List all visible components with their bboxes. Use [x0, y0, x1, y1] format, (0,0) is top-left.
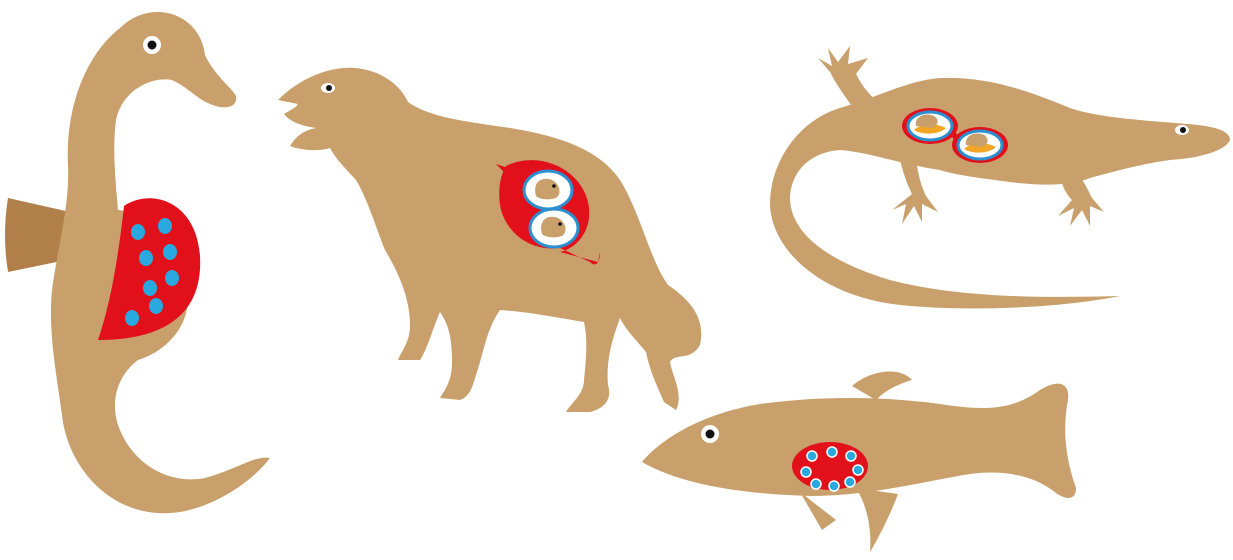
lizard-leg: [818, 46, 880, 112]
embryo: [524, 171, 572, 209]
embryo: [530, 209, 578, 247]
egg: [827, 447, 837, 457]
dog-body: [278, 68, 701, 412]
embryo: [958, 131, 1002, 159]
egg: [139, 250, 153, 266]
egg: [125, 310, 139, 326]
fish-fin: [800, 492, 836, 530]
egg: [143, 280, 157, 296]
egg: [811, 479, 821, 489]
fish-eye: [701, 425, 719, 443]
egg: [845, 477, 855, 487]
dog-icon: [278, 68, 701, 412]
egg: [846, 451, 856, 461]
dog-eye: [321, 83, 335, 93]
egg: [163, 244, 177, 260]
egg: [165, 270, 179, 286]
lizard-icon: [770, 46, 1230, 308]
lizard-leg: [1058, 176, 1104, 226]
fish-fin: [856, 488, 898, 552]
embryo: [908, 112, 952, 140]
lizard-eye: [1175, 125, 1189, 135]
egg: [829, 481, 839, 491]
fish-fin: [852, 371, 912, 400]
seahorse-eye: [143, 36, 161, 54]
egg: [131, 224, 145, 240]
egg: [807, 451, 817, 461]
seahorse-icon: [5, 12, 270, 513]
egg: [801, 467, 811, 477]
fish-icon: [642, 371, 1076, 552]
lizard-leg: [892, 160, 938, 224]
lizard-body: [770, 78, 1230, 309]
egg: [853, 465, 863, 475]
egg: [158, 218, 172, 234]
egg: [149, 298, 163, 314]
